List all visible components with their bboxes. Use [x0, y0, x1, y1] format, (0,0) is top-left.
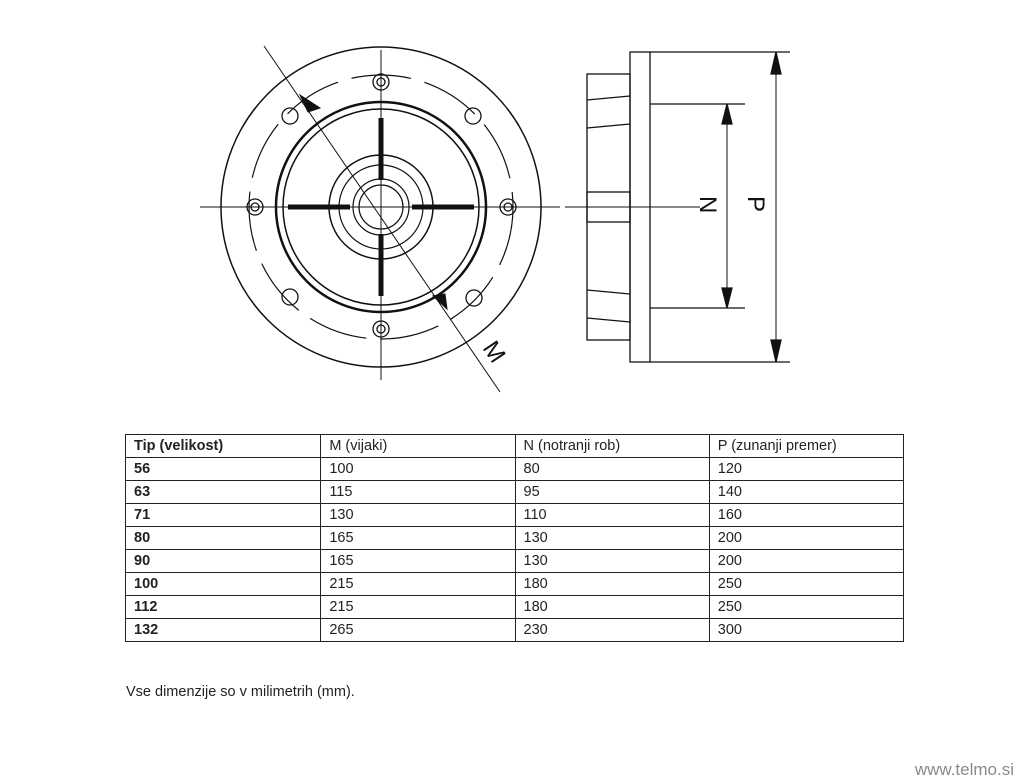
table-cell: 130 [514, 549, 710, 573]
table-cell: 180 [514, 572, 710, 596]
table-cell: 160 [708, 503, 905, 527]
header-cell: Tip (velikost) [124, 434, 322, 458]
watermark: www.telmo.si [914, 760, 1014, 779]
table-cell: 112 [124, 595, 322, 619]
table-cell: 130 [320, 503, 516, 527]
table-cell: 90 [124, 549, 322, 573]
table-cell: 180 [514, 595, 710, 619]
table-cell: 230 [514, 618, 710, 642]
table-cell: 215 [320, 595, 516, 619]
table-cell: 250 [708, 572, 905, 596]
table-cell: 165 [320, 549, 516, 573]
header-cell: N (notranji rob) [514, 434, 710, 458]
dimension-label-p: P [742, 196, 769, 212]
table-cell: 100 [124, 572, 322, 596]
header-cell: M (vijaki) [320, 434, 516, 458]
table-cell: 265 [320, 618, 516, 642]
table-cell: 63 [124, 480, 322, 504]
table-cell: 110 [514, 503, 710, 527]
table-cell: 250 [708, 595, 905, 619]
dimension-label-n: N [694, 196, 721, 213]
table-cell: 215 [320, 572, 516, 596]
table-cell: 80 [514, 457, 710, 481]
table-cell: 71 [124, 503, 322, 527]
table-cell: 95 [514, 480, 710, 504]
dimension-label-m: M [477, 336, 511, 368]
table-cell: 56 [124, 457, 322, 481]
units-note: Vse dimenzije so v milimetrih (mm). [126, 684, 355, 700]
table-cell: 80 [124, 526, 322, 550]
table-header-row: Tip (velikost) M (vijaki) N (notranji ro… [124, 434, 905, 458]
table-cell: 130 [514, 526, 710, 550]
front-view: M [200, 45, 560, 393]
side-view: N P [565, 51, 790, 363]
table-cell: 120 [708, 457, 905, 481]
flange-technical-drawing: M N P [200, 45, 790, 393]
table-cell: 200 [708, 526, 905, 550]
table-cell: 200 [708, 549, 905, 573]
table-cell: 115 [320, 480, 516, 504]
table-cell: 132 [124, 618, 322, 642]
table-cell: 165 [320, 526, 516, 550]
table-cell: 100 [320, 457, 516, 481]
table-cell: 140 [708, 480, 905, 504]
table-cell: 300 [708, 618, 905, 642]
header-cell: P (zunanji premer) [708, 434, 905, 458]
dimensions-table: Tip (velikost) M (vijaki) N (notranji ro… [124, 434, 905, 642]
